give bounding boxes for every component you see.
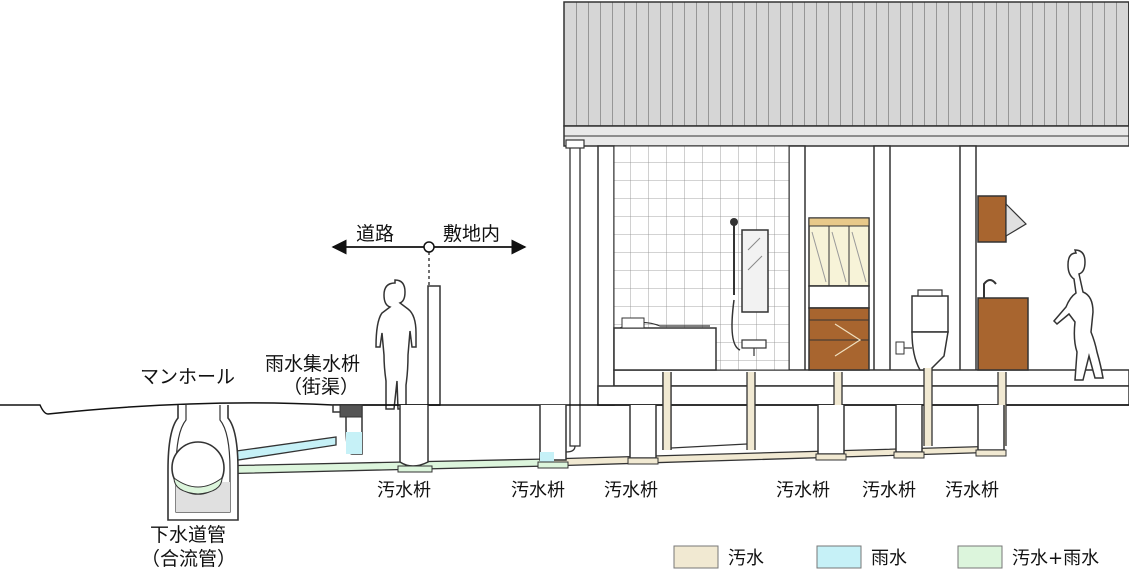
legend-swatch-sewage [673,545,719,569]
legend-swatch-rain [816,545,862,569]
shower-head [730,218,738,226]
legend-swatch-mixed [957,545,1003,569]
sewage-basin-label-1: 汚水枡 [377,480,431,501]
vanity-cabinet [808,307,870,371]
manhole [167,405,239,521]
sewage-basin-label-6: 汚水枡 [945,480,999,501]
sewage-basin-3 [627,405,659,465]
house [554,1,1129,453]
outer-wall [597,145,615,406]
rain-basin-grate [339,404,363,418]
boundary-indicator: 道路 敷地内 [331,223,527,285]
combined-pipe-label: （合流管） [141,548,236,570]
downspout [569,145,581,447]
manhole-label: マンホール [140,366,235,388]
person-outside [375,279,417,410]
bathtub [613,327,717,371]
legend-label-sewage: 汚水 [728,548,764,569]
rain-basin-label: 雨水集水枡 [265,353,360,375]
legend: 汚水 雨水 汚水+雨水 [673,545,1099,569]
gutter-label: （街渠） [283,376,359,398]
boundary-wall [427,285,441,406]
sewer-main-label: 下水道管 [150,524,226,546]
person-inside [1052,249,1104,381]
kitchen-counter [977,297,1029,371]
sewage-basin-label-2: 汚水枡 [511,480,565,501]
rain-basin [332,404,363,455]
range-hood [1005,202,1027,238]
wall-3 [959,145,977,387]
foundation [597,385,1129,406]
toilet-tank [911,295,949,333]
sewage-basins [397,405,1007,473]
road-surface [0,402,1129,415]
kitchen-faucet [983,279,997,298]
premises-label: 敷地内 [443,223,500,245]
legend-label-rain: 雨水 [871,548,907,569]
sewage-basin-2 [537,405,569,469]
sewage-basin-4 [815,405,847,461]
sewage-basin-label-3: 汚水枡 [604,480,658,501]
mixed-lateral [211,458,549,475]
sewage-lateral [547,445,1004,467]
toilet-bowl [911,331,949,371]
boundary-point-icon [423,241,435,253]
kitchen-cabinet-upper [977,195,1007,243]
floor-slab [613,369,1129,387]
vanity-mirror [808,217,870,287]
sewage-basin-5 [893,405,925,459]
sewage-basin-label-4: 汚水枡 [776,480,830,501]
roof [563,1,1129,127]
road-label: 道路 [356,223,394,245]
sewage-basin-1 [397,405,433,473]
legend-label-mixed: 汚水+雨水 [1012,548,1099,569]
sewage-basin-label-5: 汚水枡 [862,480,916,501]
wall-1 [788,145,806,387]
sewage-basin-6 [975,405,1007,457]
wall-2 [873,145,891,387]
